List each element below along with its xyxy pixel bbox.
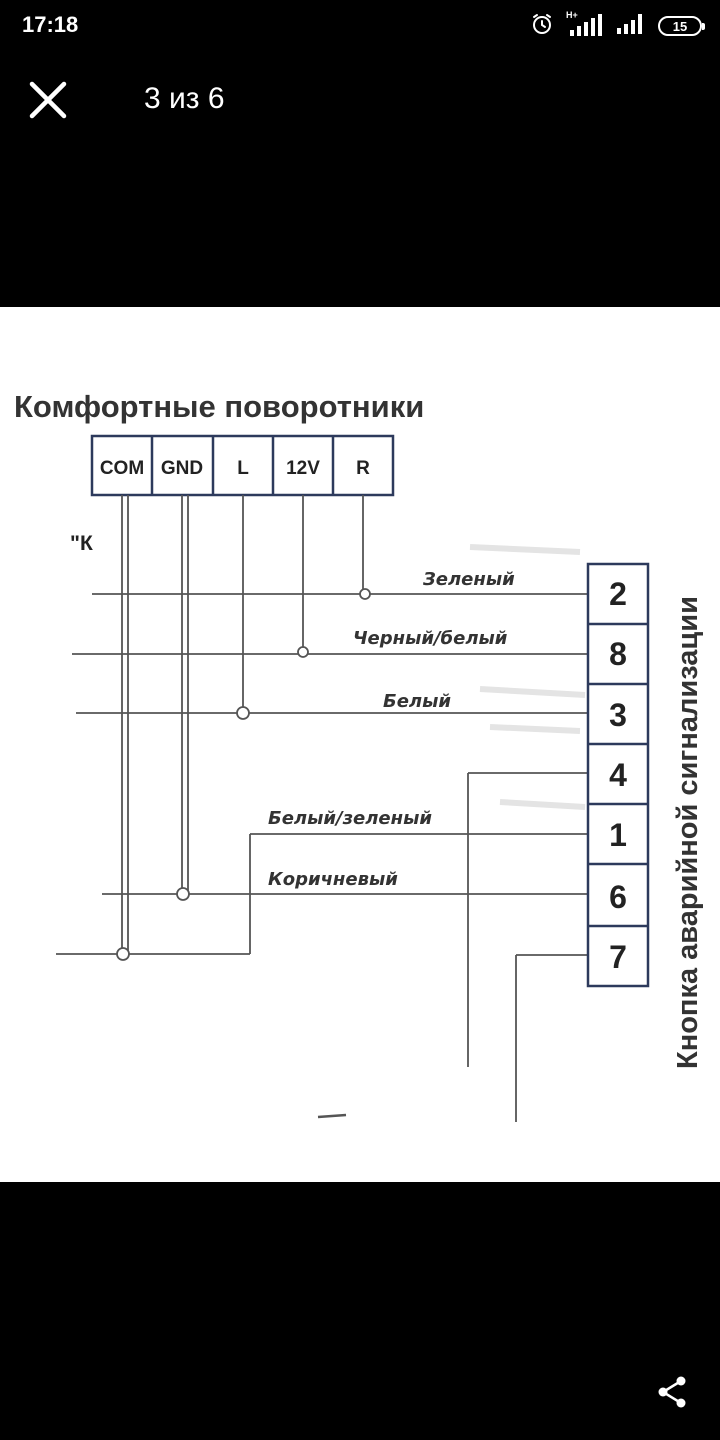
- connector-label-r: R: [356, 458, 370, 479]
- signal-bars-icon-2: [616, 12, 646, 41]
- signal-bars-icon: H+: [566, 10, 604, 38]
- wire-label-white-green: Белый/зеленый: [268, 808, 432, 829]
- network-type-label: H+: [566, 10, 578, 20]
- wiring-diagram-image[interactable]: Комфортные поворотники COM GND L 12V R "…: [0, 307, 720, 1182]
- status-bar: 17:18 H+: [0, 0, 720, 52]
- hazard-button-connector: 2 8 3 4 1 6 7: [586, 562, 650, 988]
- wire-label-white: Белый: [383, 691, 451, 712]
- battery-icon: 15: [658, 16, 705, 36]
- pin-1: 1: [609, 817, 627, 853]
- alarm-clock-icon: [530, 12, 554, 41]
- pin-6: 6: [609, 879, 627, 915]
- hazard-button-label: Кнопка аварийной сигнализации: [672, 596, 704, 1069]
- wire-label-green: Зеленый: [422, 569, 515, 590]
- share-icon: [658, 1376, 686, 1408]
- pin-8: 8: [609, 636, 627, 672]
- left-cut-label: "К: [70, 532, 93, 555]
- close-icon: [29, 81, 67, 119]
- connector-label-gnd: GND: [161, 458, 203, 479]
- wire-label-brown: Коричневый: [268, 869, 398, 890]
- status-icons: H+ 15: [530, 10, 705, 41]
- diagram-title: Комфортные поворотники: [14, 389, 424, 424]
- connector-label-12v: 12V: [286, 458, 320, 479]
- pin-2: 2: [609, 576, 627, 612]
- share-button[interactable]: [648, 1368, 696, 1416]
- wire-label-black-white: Черный/белый: [353, 628, 508, 649]
- wiring-diagram: Комфортные поворотники COM GND L 12V R "…: [14, 389, 704, 1122]
- pin-3: 3: [609, 697, 627, 733]
- close-button[interactable]: [20, 72, 76, 128]
- pin-4: 4: [609, 757, 627, 793]
- top-connector: COM GND L 12V R: [90, 434, 395, 497]
- connector-label-l: L: [237, 458, 249, 479]
- battery-level: 15: [672, 18, 688, 34]
- connector-label-com: COM: [100, 458, 144, 479]
- junction-dots: [116, 588, 371, 961]
- status-time: 17:18: [22, 12, 79, 37]
- scan-artifacts: [469, 544, 586, 810]
- pin-7: 7: [609, 939, 627, 975]
- image-counter: 3 из 6: [144, 82, 225, 115]
- wire-labels: Зеленый Черный/белый Белый Белый/зеленый…: [268, 569, 515, 890]
- viewer-header: 3 из 6: [0, 52, 720, 148]
